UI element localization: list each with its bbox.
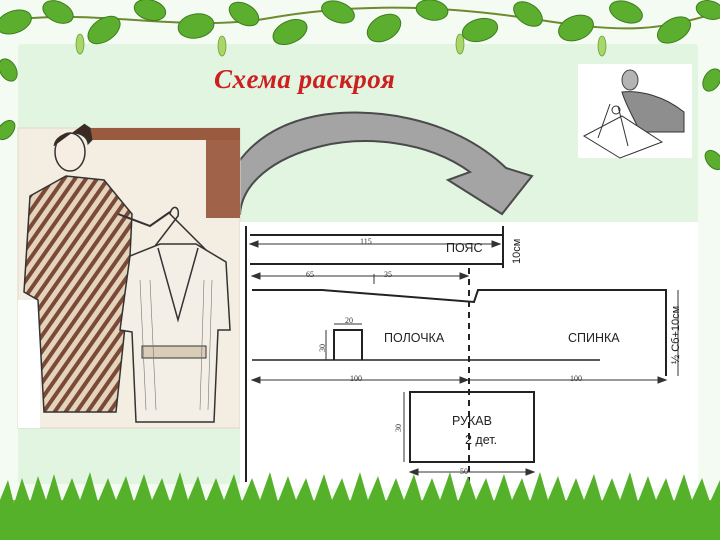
cutting-layout	[240, 222, 698, 488]
dim-back-length: 100	[570, 374, 582, 383]
half-width-formula: ½ Сб+10см	[670, 305, 682, 364]
dim-belt-gap: 35	[384, 270, 392, 279]
belt-label: ПОЯС	[446, 241, 483, 255]
dim-sleeve-width: 50	[460, 467, 468, 476]
back-label: СПИНКА	[568, 331, 620, 345]
seamstress-icon	[578, 64, 692, 159]
grass-border	[0, 472, 720, 540]
sleeve-count-label: 2 дет.	[465, 433, 498, 447]
dim-front-length: 100	[350, 374, 362, 383]
curved-arrow	[220, 111, 534, 216]
slide-title: Схема раскроя	[214, 64, 396, 94]
front-label: ПОЛОЧКА	[384, 331, 445, 345]
dim-sleeve-height: 30	[394, 424, 403, 432]
kimono-illustration	[17, 123, 241, 429]
dim-belt-length: 115	[360, 237, 372, 246]
dim-neck-width: 20	[345, 316, 353, 325]
vine-border-top	[0, 0, 720, 57]
vine-border-sides	[0, 58, 720, 171]
dim-neck-depth: 30	[318, 344, 327, 352]
sleeve-label: РУКАВ	[452, 414, 492, 428]
dim-belt-start: 65	[306, 270, 314, 279]
belt-width-formula: 10см	[511, 238, 523, 264]
